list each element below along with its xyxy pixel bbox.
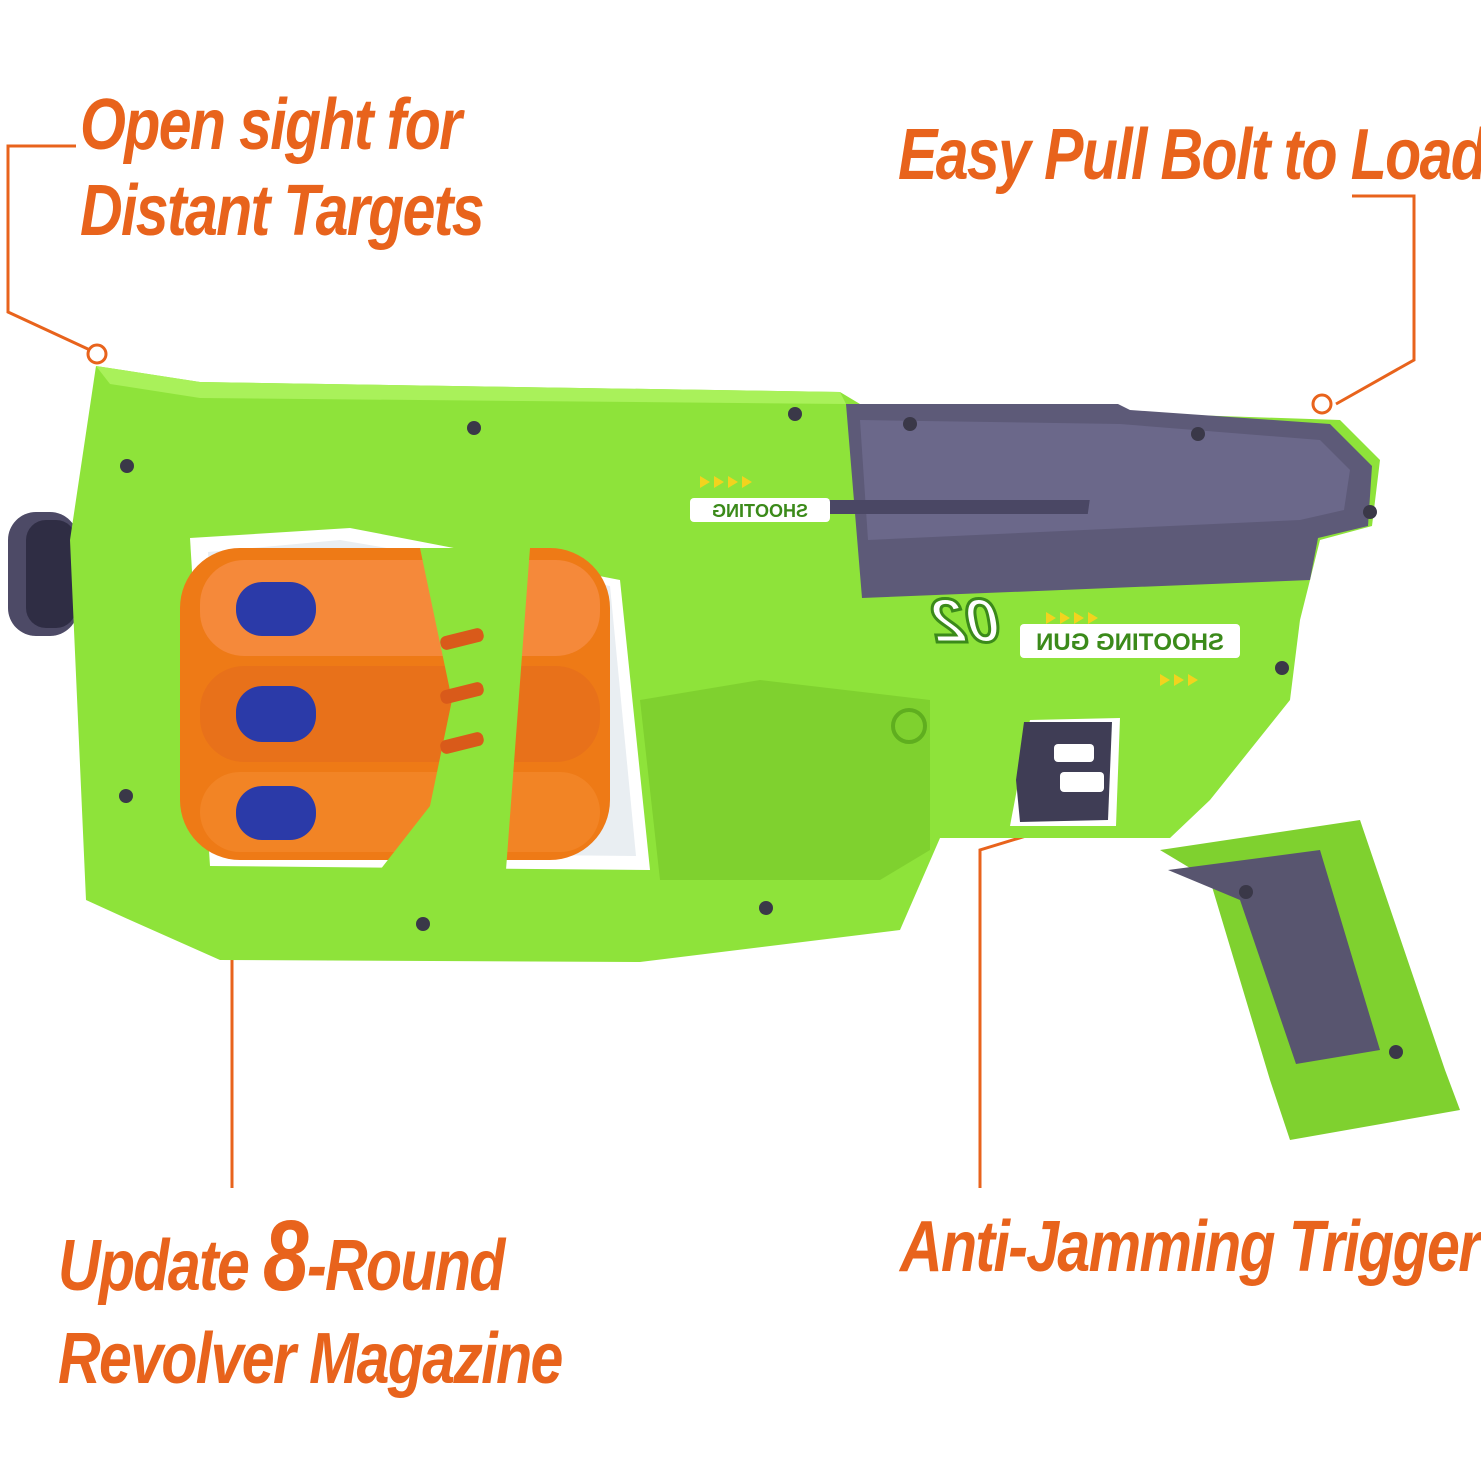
decal-chevrons [700, 476, 1198, 686]
top-badge: SHOOTING [690, 498, 830, 522]
bolt-callout-text: Easy Pull Bolt to Load [898, 115, 1481, 195]
sight-leader [6, 144, 91, 352]
magazine-callout: Update 8-Round Revolver Magazine [58, 1196, 563, 1402]
magazine-callout-number: 8 [263, 1200, 309, 1312]
body-number: 02 [930, 586, 1002, 658]
trigger-callout: Anti-Jamming Trigger [900, 1204, 1481, 1290]
sight-callout-line2: Distant Targets [80, 171, 485, 252]
trigger-callout-text: Anti-Jamming Trigger [900, 1207, 1481, 1287]
magazine-callout-post: -Round [306, 1226, 505, 1306]
revolver-cylinder [180, 548, 610, 860]
magazine-callout-pre: Update [58, 1226, 264, 1306]
muzzle [8, 512, 78, 636]
magazine-callout-line1: Update 8-Round [58, 1196, 562, 1316]
body-badge: SHOOTING GUN [1020, 624, 1240, 658]
slide [807, 404, 1372, 598]
cylinder-strap [380, 548, 530, 870]
top-badge-text: SHOOTING [712, 501, 808, 521]
sight-callout: Open sight for Distant Targets [80, 82, 485, 255]
bolt-leader [1335, 194, 1416, 406]
trigger-leader [978, 820, 1073, 1188]
body-number-text: 02 [932, 587, 1001, 656]
trigger [1016, 722, 1112, 822]
grip [1160, 820, 1460, 1140]
bolt-callout: Easy Pull Bolt to Load [898, 112, 1481, 198]
sight-callout-line1: Open sight for [80, 85, 462, 165]
magazine-callout-line2: Revolver Magazine [58, 1319, 563, 1399]
screws [119, 407, 1403, 1059]
body-badge-text: SHOOTING GUN [1036, 629, 1224, 656]
